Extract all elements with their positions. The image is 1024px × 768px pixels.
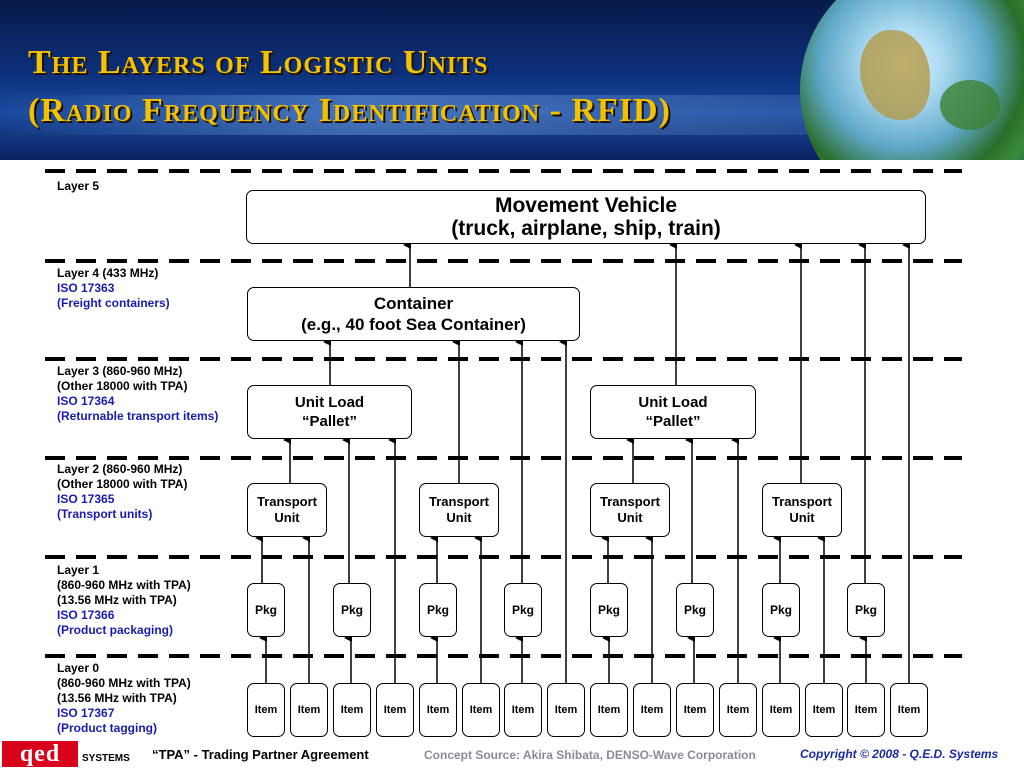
layer-iso: ISO 17367: [57, 706, 115, 720]
layer-0-label: Layer 0 (860-960 MHz with TPA) (13.56 MH…: [57, 661, 191, 736]
layer-line: (Other 18000 with TPA): [57, 477, 188, 491]
layer-name: Layer 0: [57, 661, 100, 675]
layer-5-label: Layer 5: [57, 179, 99, 194]
layer-line: (860-960 MHz with TPA): [57, 676, 191, 690]
pkg-box: Pkg: [762, 583, 800, 637]
item-box: Item: [719, 683, 757, 737]
layer-line: (860-960 MHz with TPA): [57, 578, 191, 592]
pkg-box: Pkg: [847, 583, 885, 637]
layer-name: Layer 3 (860-960 MHz): [57, 364, 183, 378]
layer-1-label: Layer 1 (860-960 MHz with TPA) (13.56 MH…: [57, 563, 191, 638]
layer-name: Layer 4 (433 MHz): [57, 266, 159, 280]
layer-desc: (Returnable transport items): [57, 409, 219, 423]
pkg-box: Pkg: [504, 583, 542, 637]
globe-image: [800, 0, 1024, 160]
transport-unit-box: Transport Unit: [762, 483, 842, 537]
box-subtitle: Unit: [274, 510, 300, 525]
layer-desc: (Product packaging): [57, 623, 174, 637]
box-subtitle: Unit: [789, 510, 815, 525]
box-subtitle: “Pallet”: [645, 413, 701, 430]
layer-name: Layer 5: [57, 179, 100, 193]
item-box: Item: [762, 683, 800, 737]
tpa-note: “TPA” - Trading Partner Agreement: [152, 747, 369, 762]
item-box: Item: [590, 683, 628, 737]
box-title: Transport: [257, 494, 317, 509]
item-box: Item: [333, 683, 371, 737]
transport-unit-box: Transport Unit: [247, 483, 327, 537]
item-box: Item: [547, 683, 585, 737]
box-title: Unit Load: [294, 394, 365, 411]
layer-iso: ISO 17366: [57, 608, 115, 622]
pkg-box: Pkg: [419, 583, 457, 637]
copyright-text: Copyright © 2008 - Q.E.D. Systems: [800, 747, 999, 761]
systems-label: SYSTEMS: [82, 753, 130, 764]
layer-3-label: Layer 3 (860-960 MHz) (Other 18000 with …: [57, 364, 218, 424]
item-box: Item: [419, 683, 457, 737]
movement-vehicle-box: Movement Vehicle (truck, airplane, ship,…: [246, 190, 926, 244]
pkg-box: Pkg: [676, 583, 714, 637]
transport-unit-box: Transport Unit: [590, 483, 670, 537]
layer-4-label: Layer 4 (433 MHz) ISO 17363 (Freight con…: [57, 266, 170, 311]
concept-source: Concept Source: Akira Shibata, DENSO-Wav…: [424, 748, 756, 762]
item-box: Item: [247, 683, 285, 737]
item-box: Item: [633, 683, 671, 737]
layer-iso: ISO 17365: [57, 492, 115, 506]
layer-desc: (Product tagging): [57, 721, 157, 735]
box-subtitle: (e.g., 40 foot Sea Container): [301, 315, 526, 334]
box-subtitle: (truck, airplane, ship, train): [451, 217, 721, 240]
layer-line: (Other 18000 with TPA): [57, 379, 188, 393]
layer-name: Layer 1: [57, 563, 100, 577]
unit-load-box: Unit Load “Pallet”: [590, 385, 756, 439]
item-box: Item: [290, 683, 328, 737]
pkg-box: Pkg: [333, 583, 371, 637]
pkg-box: Pkg: [247, 583, 285, 637]
box-subtitle: Unit: [446, 510, 472, 525]
layer-iso: ISO 17364: [57, 394, 115, 408]
layer-2-label: Layer 2 (860-960 MHz) (Other 18000 with …: [57, 462, 187, 522]
box-title: Transport: [429, 494, 489, 509]
item-box: Item: [805, 683, 843, 737]
box-subtitle: “Pallet”: [301, 413, 358, 430]
qed-logo: qed: [2, 741, 78, 767]
globe-landmass: [860, 30, 930, 120]
footer-bar: [0, 740, 1024, 768]
box-title: Transport: [772, 494, 832, 509]
item-box: Item: [890, 683, 928, 737]
item-box: Item: [376, 683, 414, 737]
item-box: Item: [847, 683, 885, 737]
page-title-line1: The Layers of Logistic Units: [28, 44, 489, 81]
globe-landmass: [940, 80, 1000, 130]
layer-name: Layer 2 (860-960 MHz): [57, 462, 183, 476]
box-subtitle: Unit: [617, 510, 643, 525]
layer-line: (13.56 MHz with TPA): [57, 593, 177, 607]
layer-desc: (Freight containers): [57, 296, 170, 310]
layer-desc: (Transport units): [57, 507, 153, 521]
box-title: Movement Vehicle: [494, 194, 678, 217]
header-banner: The Layers of Logistic Units (Radio Freq…: [0, 0, 1024, 160]
pkg-box: Pkg: [590, 583, 628, 637]
item-box: Item: [676, 683, 714, 737]
page-title-line2: (Radio Frequency Identification - RFID): [28, 92, 671, 129]
transport-unit-box: Transport Unit: [419, 483, 499, 537]
layer-iso: ISO 17363: [57, 281, 115, 295]
unit-load-box: Unit Load “Pallet”: [247, 385, 412, 439]
layer-line: (13.56 MHz with TPA): [57, 691, 177, 705]
box-title: Unit Load: [638, 394, 708, 411]
container-box: Container (e.g., 40 foot Sea Container): [247, 287, 580, 341]
box-title: Transport: [600, 494, 660, 509]
item-box: Item: [504, 683, 542, 737]
item-box: Item: [462, 683, 500, 737]
box-title: Container: [373, 294, 454, 313]
